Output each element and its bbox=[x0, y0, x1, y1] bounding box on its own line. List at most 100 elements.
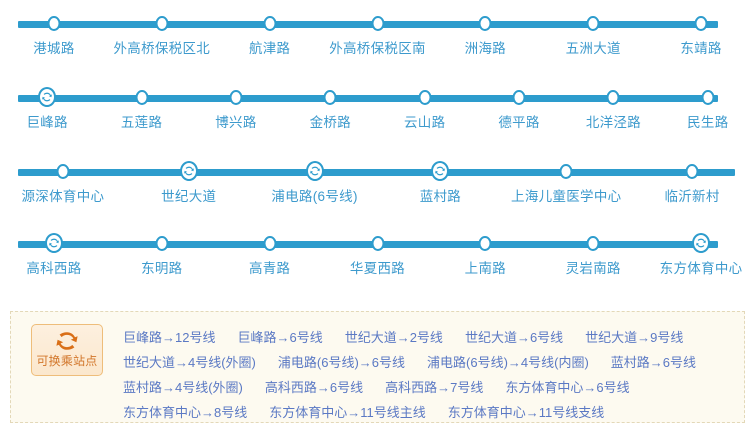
station-transfer[interactable]: 高科西路 bbox=[0, 220, 108, 276]
station-label[interactable]: 洲海路 bbox=[464, 41, 507, 56]
transfer-station-icon[interactable] bbox=[38, 87, 57, 107]
station-normal[interactable]: 港城路 bbox=[0, 0, 108, 56]
station-normal[interactable]: 源深体育中心 bbox=[0, 148, 126, 204]
station-normal[interactable]: 云山路 bbox=[378, 74, 472, 130]
station-normal[interactable]: 外高桥保税区南 bbox=[324, 0, 432, 56]
station-label[interactable]: 五莲路 bbox=[120, 115, 163, 130]
station-dot-icon[interactable] bbox=[155, 16, 169, 31]
transfer-legend-item[interactable]: 世纪大道→6号线 bbox=[464, 330, 564, 345]
transfer-legend-item[interactable]: 世纪大道→9号线 bbox=[585, 330, 684, 345]
station-label[interactable]: 浦电路(6号线) bbox=[271, 189, 358, 204]
station-normal[interactable]: 华夏西路 bbox=[324, 220, 432, 276]
station-normal[interactable]: 五莲路 bbox=[94, 74, 188, 130]
station-dot-icon[interactable] bbox=[694, 16, 708, 31]
station-dot-icon[interactable] bbox=[559, 164, 573, 179]
transfer-legend-item[interactable]: 东方体育中心→11号线主线 bbox=[269, 405, 426, 420]
station-dot-icon[interactable] bbox=[56, 164, 70, 179]
station-label[interactable]: 金桥路 bbox=[309, 115, 352, 130]
station-normal[interactable]: 航津路 bbox=[216, 0, 324, 56]
station-label[interactable]: 五洲大道 bbox=[565, 41, 621, 56]
station-normal[interactable]: 外高桥保税区北 bbox=[108, 0, 216, 56]
station-label[interactable]: 北洋泾路 bbox=[585, 115, 642, 130]
station-dot-icon[interactable] bbox=[323, 90, 337, 105]
transfer-legend-item[interactable]: 高科西路→6号线 bbox=[264, 380, 364, 395]
transfer-legend-item[interactable]: 世纪大道→4号线(外圈) bbox=[123, 355, 256, 370]
station-dot-icon[interactable] bbox=[371, 16, 384, 31]
station-label[interactable]: 东靖路 bbox=[680, 41, 722, 56]
station-normal[interactable]: 上海儿童医学中心 bbox=[503, 148, 629, 204]
station-dot-icon[interactable] bbox=[263, 16, 277, 31]
station-dot-icon[interactable] bbox=[512, 90, 526, 105]
station-label[interactable]: 云山路 bbox=[403, 115, 446, 130]
station-transfer[interactable]: 东方体育中心 bbox=[647, 220, 755, 276]
station-label[interactable]: 东方体育中心 bbox=[659, 261, 743, 276]
station-normal[interactable]: 德平路 bbox=[472, 74, 566, 130]
station-normal[interactable]: 洲海路 bbox=[431, 0, 539, 56]
station-dot-icon[interactable] bbox=[586, 236, 600, 251]
station-label[interactable]: 巨峰路 bbox=[26, 115, 68, 130]
station-label[interactable]: 灵岩南路 bbox=[565, 261, 621, 276]
station-dot-icon[interactable] bbox=[478, 16, 492, 31]
station-dot-icon[interactable] bbox=[371, 236, 384, 251]
station-label[interactable]: 上南路 bbox=[464, 261, 507, 276]
transfer-legend-item[interactable]: 浦电路(6号线)→6号线 bbox=[277, 355, 406, 370]
station-dot-icon[interactable] bbox=[586, 16, 600, 31]
transfer-station-icon[interactable] bbox=[305, 161, 324, 181]
transfer-legend-item[interactable]: 东方体育中心→8号线 bbox=[123, 405, 248, 420]
station-normal[interactable]: 五洲大道 bbox=[539, 0, 647, 56]
transfer-legend-item[interactable]: 浦电路(6号线)→4号线(内圈) bbox=[427, 355, 589, 370]
station-label[interactable]: 港城路 bbox=[33, 41, 75, 56]
transfer-station-icon[interactable] bbox=[179, 161, 198, 181]
station-transfer[interactable]: 蓝村路 bbox=[377, 148, 503, 204]
station-label[interactable]: 民生路 bbox=[687, 115, 729, 130]
station-dot-icon[interactable] bbox=[155, 236, 169, 251]
station-dot-icon[interactable] bbox=[701, 90, 715, 105]
transfer-legend-item[interactable]: 蓝村路→6号线 bbox=[610, 355, 697, 370]
station-normal[interactable]: 高青路 bbox=[216, 220, 324, 276]
station-normal[interactable]: 民生路 bbox=[661, 74, 755, 130]
transfer-legend-item[interactable]: 世纪大道→2号线 bbox=[344, 330, 443, 345]
transfer-station-icon[interactable] bbox=[44, 233, 63, 253]
station-label[interactable]: 博兴路 bbox=[215, 115, 257, 130]
station-label[interactable]: 高青路 bbox=[248, 261, 291, 276]
transfer-legend-item[interactable]: 东方体育中心→6号线 bbox=[505, 380, 630, 395]
station-label[interactable]: 源深体育中心 bbox=[21, 189, 105, 204]
transfer-legend-item[interactable]: 高科西路→7号线 bbox=[385, 380, 484, 395]
station-transfer[interactable]: 浦电路(6号线) bbox=[252, 148, 378, 204]
station-label[interactable]: 华夏西路 bbox=[349, 261, 406, 276]
station-dot-icon[interactable] bbox=[685, 164, 699, 179]
station-label[interactable]: 世纪大道 bbox=[161, 189, 217, 204]
station-normal[interactable]: 博兴路 bbox=[189, 74, 283, 130]
station-normal[interactable]: 临沂新村 bbox=[629, 148, 755, 204]
station-dot-icon[interactable] bbox=[47, 16, 61, 31]
station-label[interactable]: 蓝村路 bbox=[419, 189, 462, 204]
station-label[interactable]: 东明路 bbox=[141, 261, 183, 276]
station-normal[interactable]: 灵岩南路 bbox=[539, 220, 647, 276]
station-label[interactable]: 临沂新村 bbox=[664, 189, 720, 204]
station-normal[interactable]: 金桥路 bbox=[283, 74, 377, 130]
station-label[interactable]: 上海儿童医学中心 bbox=[511, 189, 622, 204]
station-label[interactable]: 外高桥保税区南 bbox=[329, 41, 426, 56]
station-dot-icon[interactable] bbox=[418, 90, 432, 105]
transfer-legend-item[interactable]: 东方体育中心→11号线支线 bbox=[447, 405, 605, 420]
station-dot-icon[interactable] bbox=[606, 90, 620, 105]
station-normal[interactable]: 东靖路 bbox=[647, 0, 755, 56]
station-label[interactable]: 外高桥保税区北 bbox=[113, 41, 211, 56]
station-dot-icon[interactable] bbox=[263, 236, 277, 251]
station-dot-icon[interactable] bbox=[478, 236, 492, 251]
transfer-station-icon[interactable] bbox=[431, 161, 450, 181]
station-normal[interactable]: 上南路 bbox=[431, 220, 539, 276]
station-label[interactable]: 德平路 bbox=[498, 115, 540, 130]
transfer-legend-item[interactable]: 巨峰路→12号线 bbox=[123, 330, 216, 345]
station-dot-icon[interactable] bbox=[135, 90, 149, 105]
station-normal[interactable]: 东明路 bbox=[108, 220, 216, 276]
station-normal[interactable]: 北洋泾路 bbox=[566, 74, 660, 130]
station-label[interactable]: 高科西路 bbox=[26, 261, 82, 276]
station-transfer[interactable]: 世纪大道 bbox=[126, 148, 252, 204]
station-dot-icon[interactable] bbox=[229, 90, 243, 105]
station-transfer[interactable]: 巨峰路 bbox=[0, 74, 94, 130]
transfer-station-icon[interactable] bbox=[692, 233, 711, 253]
transfer-legend-item[interactable]: 巨峰路→6号线 bbox=[237, 330, 323, 345]
station-label[interactable]: 航津路 bbox=[248, 41, 291, 56]
transfer-legend-item[interactable]: 蓝村路→4号线(外圈) bbox=[123, 380, 243, 395]
